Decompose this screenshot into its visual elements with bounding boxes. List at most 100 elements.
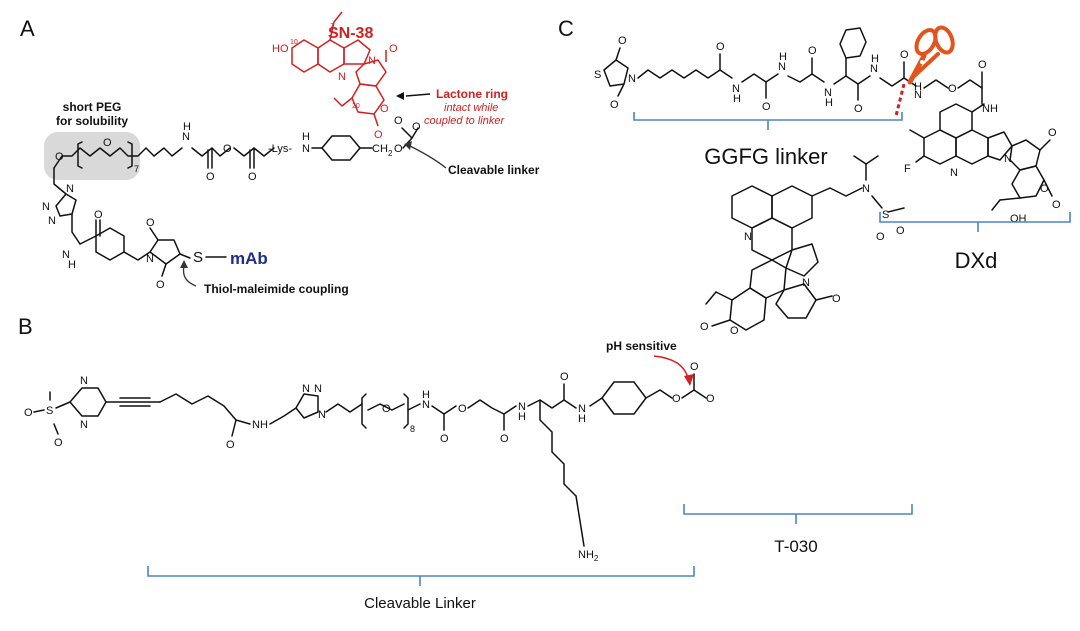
dxd-fluoro-label: F: [904, 163, 911, 175]
svg-text:O: O: [54, 437, 63, 449]
svg-text:O: O: [226, 439, 235, 451]
peg-label-line1: short PEG: [63, 100, 122, 114]
cleavable-label-a: Cleavable linker: [448, 163, 540, 177]
svg-text:H: H: [422, 389, 430, 401]
pyrimidine-ring: [69, 387, 107, 417]
svg-text:O: O: [762, 101, 771, 113]
svg-text:H: H: [825, 97, 833, 109]
svg-text:N: N: [870, 63, 878, 75]
svg-text:O: O: [440, 433, 449, 445]
dxd-bracket: [879, 212, 1071, 223]
peg-label-line2: for solubility: [56, 114, 128, 128]
ph-arrow: [653, 355, 689, 379]
lys-label: -Lys-: [268, 143, 292, 155]
svg-text:O: O: [948, 83, 957, 95]
scissors-icon: [907, 25, 955, 85]
svg-text:N: N: [1004, 153, 1012, 165]
svg-text:O: O: [146, 217, 155, 229]
pos7-label: 7: [330, 23, 334, 30]
peg-highlight-box: [44, 132, 140, 180]
benzyl-ring-a: [321, 135, 361, 161]
svg-text:O: O: [1052, 199, 1061, 211]
panel-c-letter: C: [558, 16, 574, 41]
svg-text:O: O: [900, 49, 909, 61]
svg-text:O: O: [700, 321, 709, 333]
svg-text:N: N: [314, 383, 322, 395]
svg-text:N: N: [48, 215, 56, 227]
lactone-line1: intact while: [444, 102, 498, 114]
panel-c: C S O O N O N H O N H O N H O N H: [558, 16, 1071, 273]
svg-text:H: H: [733, 93, 741, 105]
triazole-ring-a: [55, 193, 77, 217]
svg-text:N: N: [80, 419, 88, 431]
svg-text:NH: NH: [252, 419, 268, 431]
ph-sensitive-label: pH sensitive: [606, 339, 677, 353]
dxd-structure: F N N O O O OH: [904, 103, 1061, 225]
svg-text:O: O: [896, 225, 905, 237]
svg-text:O: O: [706, 393, 715, 405]
dxd-oh-label: OH: [1010, 213, 1027, 225]
svg-text:N: N: [368, 55, 376, 67]
cyclohexyl-ring-a: [95, 227, 125, 261]
cleavable-arrow: [409, 145, 447, 169]
svg-text:O: O: [618, 35, 627, 47]
svg-text:N: N: [824, 87, 832, 99]
maleimide-ring-c: [603, 59, 629, 87]
svg-text:N: N: [338, 71, 346, 83]
svg-text:S: S: [46, 405, 53, 417]
svg-text:N: N: [80, 375, 88, 387]
svg-text:N: N: [732, 83, 740, 95]
svg-text:O: O: [94, 209, 103, 221]
svg-text:N: N: [578, 403, 586, 415]
svg-text:O: O: [610, 99, 619, 111]
peg-chain: O O 7 N H O O O: [53, 121, 275, 183]
pos10-label: 10: [290, 39, 298, 46]
svg-text:O: O: [672, 393, 681, 405]
svg-text:N: N: [744, 231, 752, 243]
svg-text:N: N: [518, 401, 526, 413]
svg-text:H: H: [779, 51, 787, 63]
svg-text:N: N: [62, 249, 70, 261]
panel-b: B O S O N N O NH N N N O 8 N H: [18, 155, 913, 612]
dxd-label: DXd: [955, 248, 998, 273]
coupling-label: Thiol-maleimide coupling: [204, 282, 349, 296]
svg-text:O: O: [223, 143, 232, 155]
lactone-line2: coupled to linker: [424, 115, 505, 127]
cleavable-linker-bracket: [147, 566, 695, 577]
svg-text:CH: CH: [372, 143, 388, 155]
svg-text:H: H: [302, 131, 310, 143]
svg-text:O: O: [382, 403, 391, 415]
svg-text:O: O: [24, 407, 33, 419]
svg-text:O: O: [1048, 127, 1057, 139]
svg-text:O: O: [978, 59, 987, 71]
svg-text:2: 2: [388, 149, 393, 158]
ho-label: HO: [272, 43, 289, 55]
svg-text:N: N: [982, 103, 990, 115]
svg-text:H: H: [990, 103, 998, 115]
svg-text:N: N: [66, 183, 74, 195]
svg-text:S: S: [594, 69, 601, 81]
svg-text:O: O: [832, 293, 841, 305]
svg-text:N: N: [302, 383, 310, 395]
svg-text:O: O: [854, 103, 863, 115]
cleavable-linker-label-b: Cleavable Linker: [364, 595, 476, 612]
svg-text:N: N: [628, 73, 636, 85]
svg-text:O: O: [103, 137, 112, 149]
svg-text:H: H: [518, 411, 526, 423]
svg-text:O: O: [394, 115, 403, 127]
svg-text:O: O: [206, 171, 215, 183]
svg-text:N: N: [146, 253, 154, 265]
svg-text:O: O: [394, 143, 403, 155]
svg-text:N: N: [42, 201, 50, 213]
svg-text:H: H: [914, 81, 922, 93]
svg-text:O: O: [458, 403, 467, 415]
ggfg-linker-label: GGFG linker: [704, 144, 827, 169]
svg-text:O: O: [876, 231, 885, 243]
svg-text:N: N: [862, 183, 870, 195]
svg-text:H: H: [578, 413, 586, 425]
svg-text:N: N: [318, 409, 326, 421]
svg-text:H: H: [183, 121, 191, 133]
t030-label: T-030: [774, 537, 817, 556]
panel-a-letter: A: [20, 16, 35, 41]
